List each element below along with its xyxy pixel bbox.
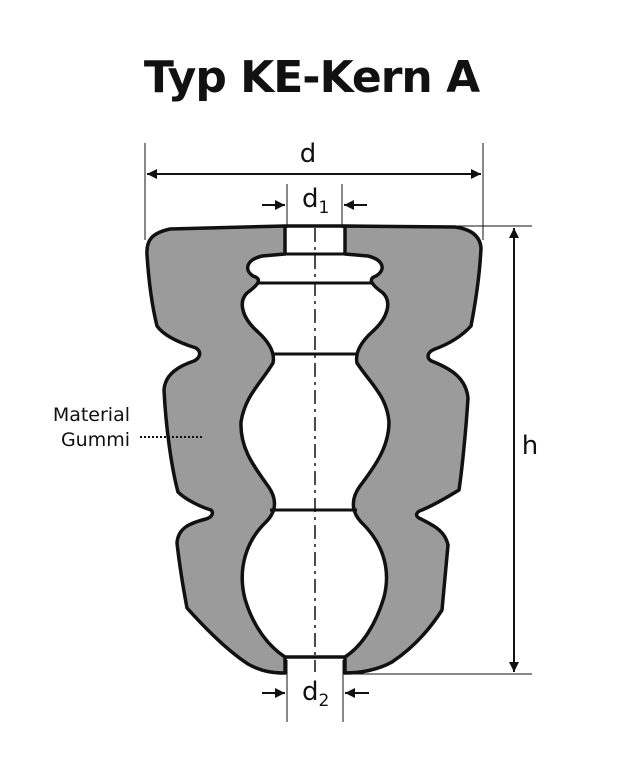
h-label: h [522,431,538,461]
d-label: d [300,139,317,169]
d1-label: d1 [302,184,329,218]
rubber-body [145,224,483,675]
diagram-title: Typ KE-Kern A [143,52,480,103]
d2-label: d2 [302,677,329,711]
material-label-line2: Gummi [61,429,130,451]
material-label-line1: Material [53,404,130,426]
